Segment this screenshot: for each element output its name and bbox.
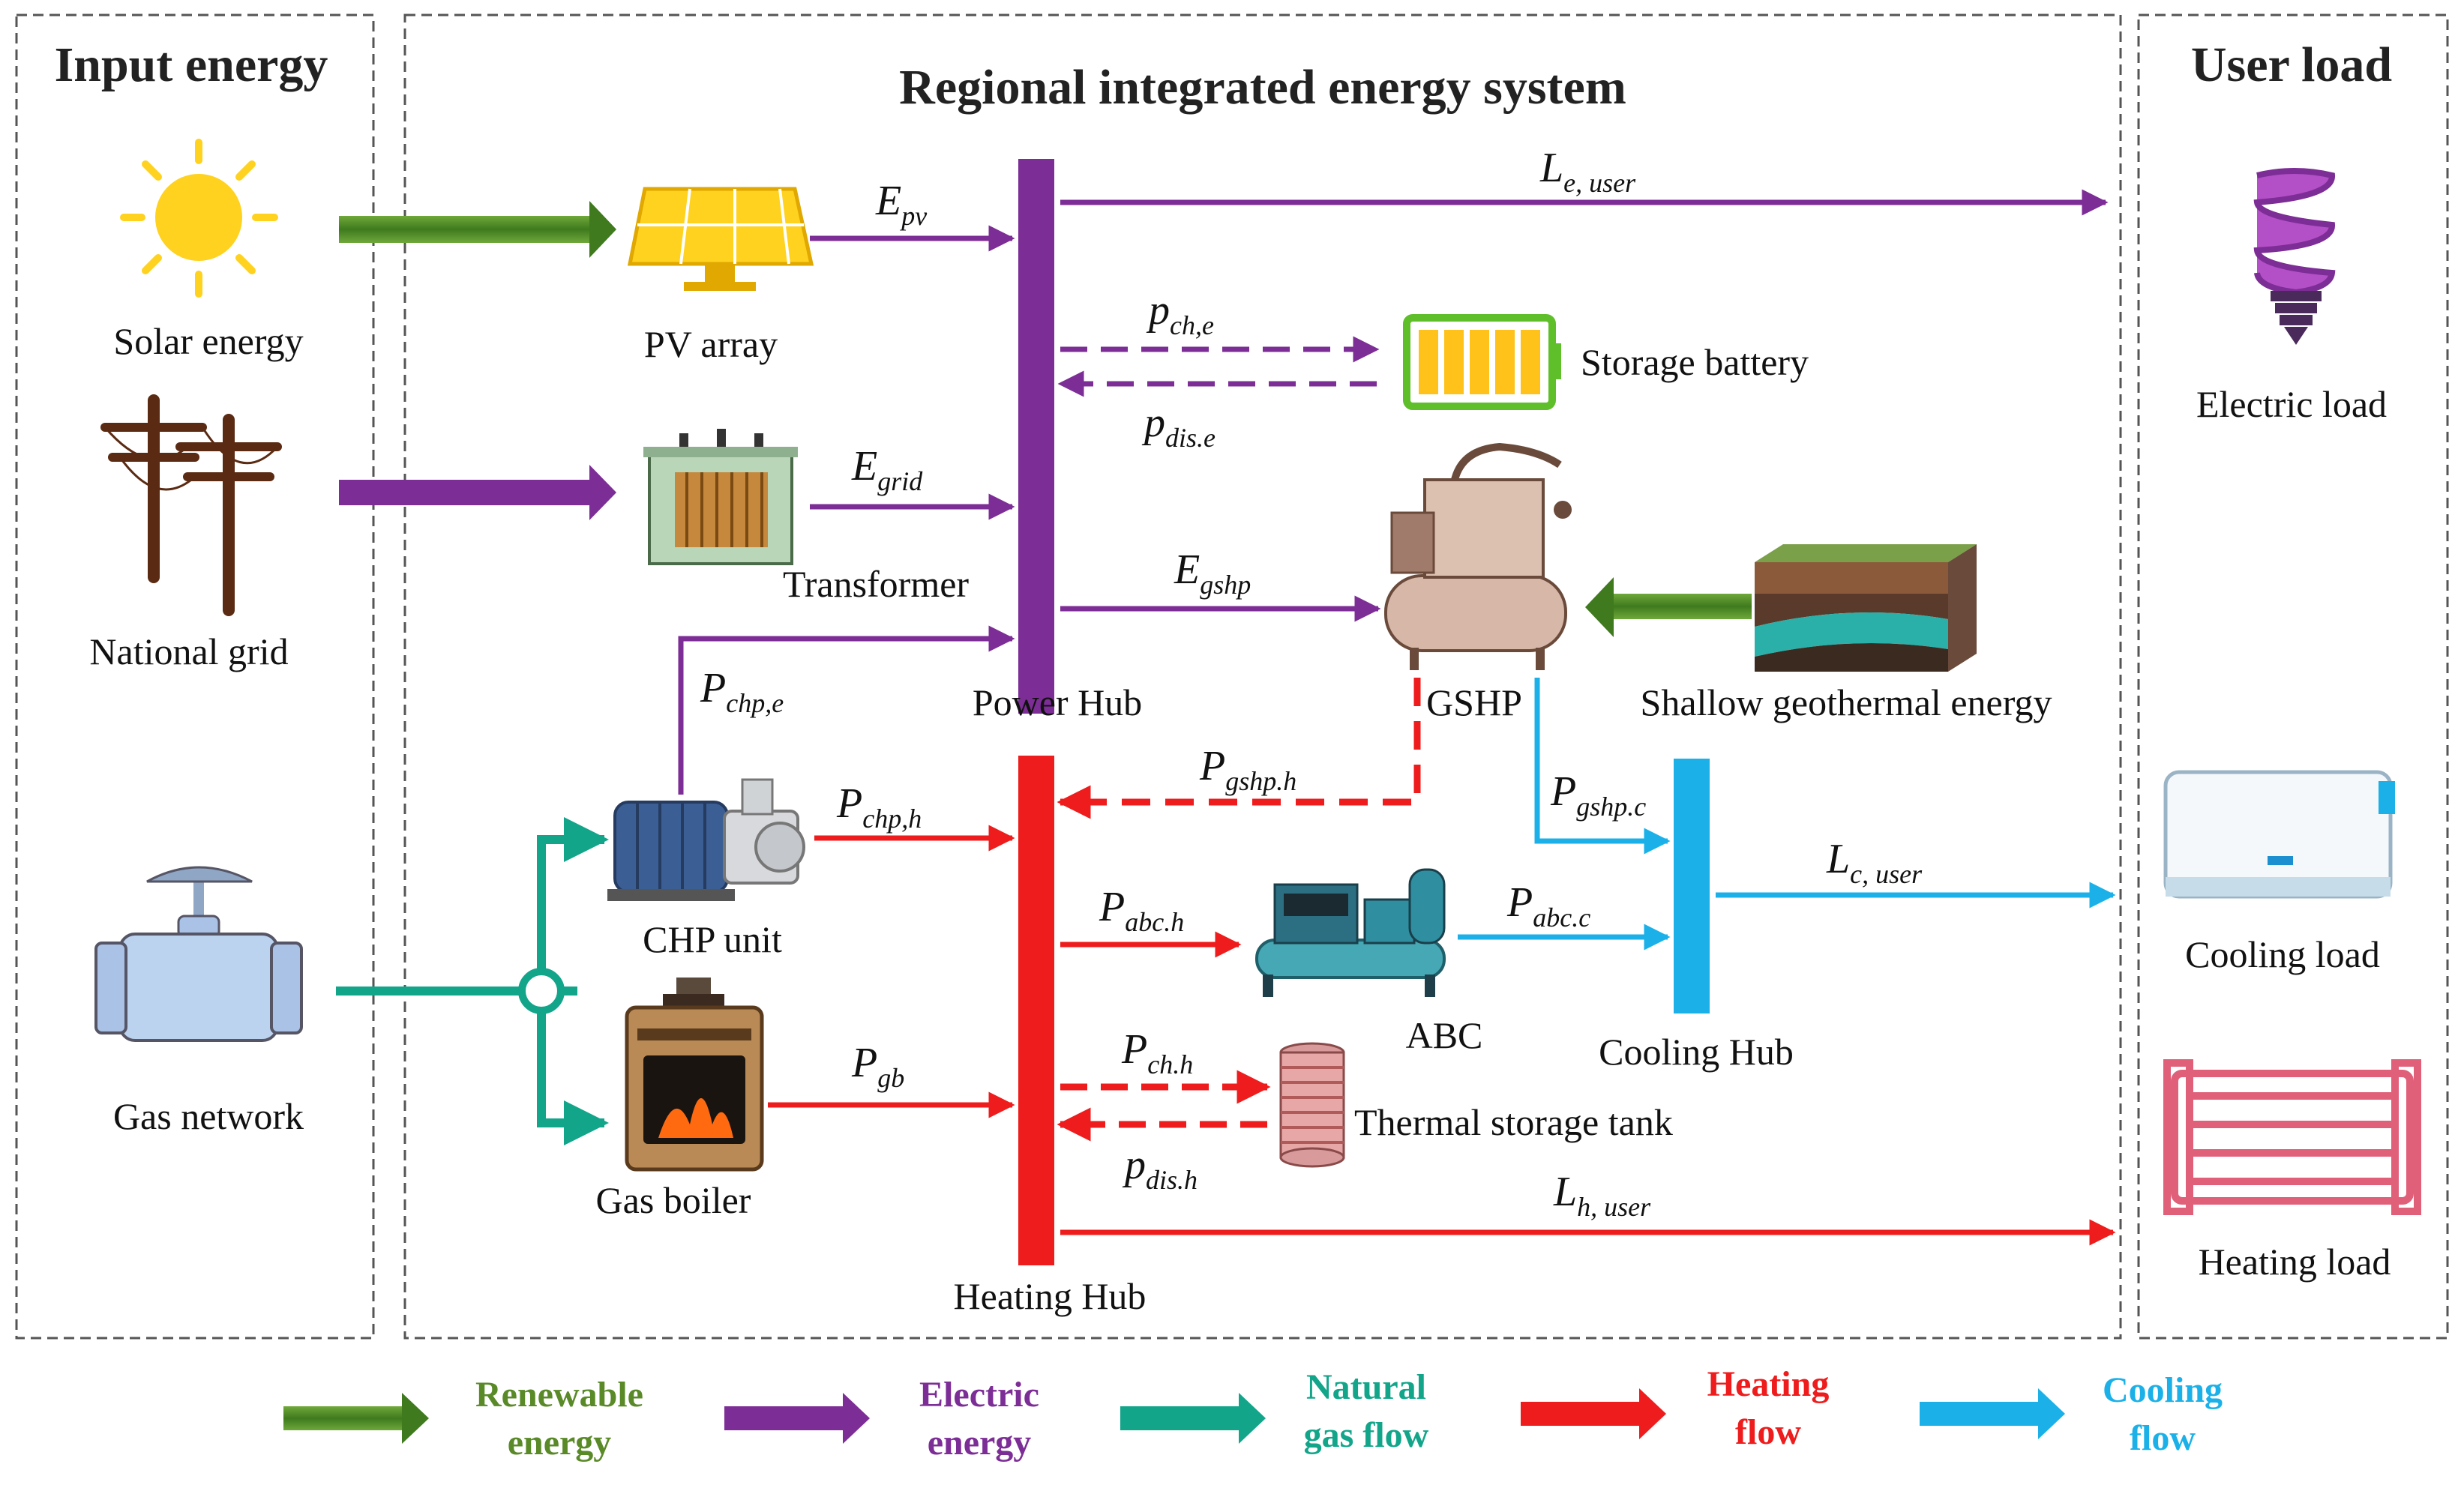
legend-label-gas-1: Natural (1306, 1367, 1426, 1407)
electric-load-label: Electric load (2196, 383, 2387, 425)
legend-arrow-electric (843, 1393, 870, 1444)
pch-h-label: Pch.h (1121, 1026, 1193, 1079)
pabc-h-label: Pabc.h (1099, 884, 1184, 937)
sun-icon (120, 139, 278, 298)
gas-junction (518, 968, 565, 1014)
gas-valve-icon (94, 866, 303, 1042)
national-grid-label: National grid (89, 630, 288, 672)
heating-load-label: Heating load (2199, 1241, 2391, 1283)
gas-network-label: Gas network (113, 1095, 304, 1137)
legend-label-cooling-2: flow (2130, 1418, 2196, 1458)
legend-arrow-renewable (402, 1393, 429, 1444)
chp-motor-icon (607, 778, 805, 901)
egshp-label: Egshp (1174, 546, 1251, 600)
pchp-e-label: Pchp,e (700, 665, 784, 718)
abc-chiller-icon (1255, 868, 1446, 997)
grid-electric-arrow-head (589, 465, 616, 520)
heating-hub-label: Heating Hub (954, 1275, 1147, 1317)
gshp-compressor-icon (1384, 442, 1572, 670)
shallow-geothermal-label: Shallow geothermal energy (1641, 681, 2052, 723)
pgshp-h-arrow (1057, 678, 1421, 819)
thermal-tank-label: Thermal storage tank (1354, 1101, 1673, 1143)
legend-item-cooling: Cooling flow (1920, 1370, 2223, 1458)
user-load-title: User load (2191, 37, 2392, 92)
pv-panel-icon (627, 187, 814, 291)
legend-swatch-gas (1120, 1406, 1240, 1430)
legend-label-gas-2: gas flow (1304, 1415, 1429, 1455)
gas-to-boiler-arrow (537, 1010, 609, 1145)
grid-electric-arrow-body (339, 480, 591, 505)
gas-boiler-icon (625, 978, 764, 1172)
solar-label: Solar energy (113, 320, 303, 362)
legend-item-electric: Electric energy (724, 1375, 1039, 1463)
legend-label-cooling-1: Cooling (2103, 1370, 2223, 1410)
radiator-icon (2163, 1059, 2421, 1215)
legend-arrow-cooling (2038, 1388, 2065, 1439)
lc-user-label: Lc, user (1826, 836, 1923, 889)
gas-to-chp-arrow (537, 817, 609, 972)
legend-swatch-cooling (1920, 1402, 2040, 1426)
pdis-e-label: pdis.e (1141, 400, 1216, 453)
legend-item-heating: Heating flow (1521, 1364, 1829, 1452)
legend-label-heating-2: flow (1735, 1412, 1801, 1452)
air-conditioner-icon (2163, 770, 2395, 899)
battery-icon (1403, 314, 1561, 410)
pchp-h-label: Pchp,h (836, 780, 922, 834)
user-load-box (2137, 13, 2449, 1340)
pabc-c-label: Pabc.c (1506, 879, 1590, 933)
pgshp-h-label: Pgshp.h (1199, 743, 1296, 796)
thermal-tank-icon (1279, 1042, 1345, 1168)
input-energy-title: Input energy (55, 37, 328, 92)
pch-e-label: pch,e (1146, 287, 1214, 340)
le-user-label: Le, user (1539, 145, 1636, 198)
legend-label-renewable-2: energy (508, 1423, 612, 1463)
gas-boiler-label: Gas boiler (596, 1179, 751, 1221)
system-box (403, 13, 2122, 1340)
legend-arrow-gas (1239, 1393, 1266, 1444)
egrid-label: Egrid (851, 443, 923, 496)
input-energy-box (15, 13, 375, 1340)
heating-hub-bar (1018, 756, 1054, 1265)
solar-renewable-arrow-body (339, 216, 591, 243)
power-pole-icon (100, 394, 282, 616)
pgshp-c-label: Pgshp.c (1550, 768, 1646, 822)
legend-item-gas: Natural gas flow (1120, 1367, 1429, 1455)
pgb-label: Pgb (851, 1040, 904, 1093)
geo-renewable-arrow-head (1585, 577, 1614, 637)
light-bulb-icon (2253, 168, 2336, 345)
legend-label-electric-2: energy (928, 1423, 1032, 1463)
solar-renewable-arrow-head (589, 201, 616, 258)
storage-battery-label: Storage battery (1581, 341, 1809, 383)
legend-label-renewable-1: Renewable (475, 1375, 643, 1415)
cooling-hub-label: Cooling Hub (1599, 1031, 1794, 1073)
geothermal-layers-icon (1755, 544, 1977, 672)
power-hub-bar (1018, 159, 1054, 714)
system-title: Regional integrated energy system (899, 60, 1626, 115)
legend-arrow-heating (1639, 1388, 1666, 1439)
chp-unit-label: CHP unit (643, 918, 782, 960)
transformer-label: Transformer (783, 563, 969, 605)
lh-user-label: Lh, user (1553, 1169, 1651, 1222)
gshp-label: GSHP (1426, 681, 1522, 723)
legend-swatch-electric (724, 1406, 844, 1430)
epv-label: Epv (875, 178, 927, 231)
abc-label: ABC (1406, 1014, 1483, 1056)
legend-swatch-heating (1521, 1402, 1641, 1426)
cooling-load-label: Cooling load (2185, 933, 2380, 975)
legend: Renewable energy Electric energy Natural… (283, 1364, 2223, 1463)
legend-label-heating-1: Heating (1707, 1364, 1830, 1404)
legend-swatch-renewable (283, 1406, 403, 1430)
pdis-h-label: pdis.h (1122, 1142, 1198, 1195)
power-hub-label: Power Hub (973, 681, 1142, 723)
geo-renewable-arrow-body (1612, 594, 1752, 619)
legend-item-renewable: Renewable energy (283, 1375, 643, 1463)
cooling-hub-bar (1674, 759, 1710, 1013)
pv-array-label: PV array (644, 323, 778, 365)
pgshp-c-arrow (1534, 678, 1671, 855)
transformer-icon (643, 429, 798, 565)
legend-label-electric-1: Electric (919, 1375, 1039, 1415)
pchp-e-arrow (678, 625, 1015, 795)
